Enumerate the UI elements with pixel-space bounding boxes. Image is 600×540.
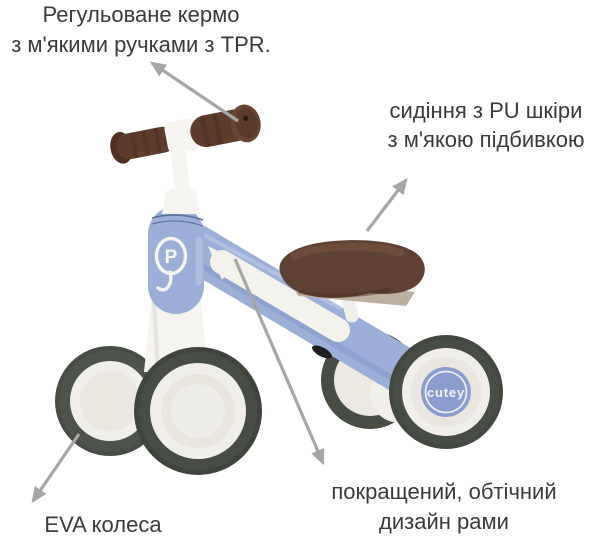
brand-logo: P — [154, 236, 188, 292]
arrow-to-wheels-label — [31, 433, 81, 504]
annotation-seat: сидіння з PU шкіри з м'якою підбивкою — [370, 96, 600, 154]
frame-plug — [312, 345, 332, 359]
annotation-wheels: EVA колеса — [20, 511, 186, 539]
front-left-wheel — [55, 346, 165, 456]
annotation-handlebar: Регульоване кермо з м'якими ручками з TP… — [0, 0, 282, 60]
annotation-frame-line1: покращений, обтічний — [331, 479, 557, 504]
saddle — [279, 240, 425, 298]
rear-right-wheel: cutey — [389, 335, 503, 449]
arrow-to-frame-label — [233, 258, 325, 466]
arrow-to-handlebar-label — [149, 61, 239, 123]
annotation-handlebar-line2: з м'якими ручками з TPR. — [11, 32, 271, 57]
stem — [162, 142, 200, 214]
arrow-to-seat-label — [365, 177, 408, 232]
head-tube — [148, 206, 204, 314]
annotation-frame-line2: дизайн рами — [379, 509, 509, 534]
grip-end-hole — [242, 115, 249, 121]
front-right-wheel — [134, 347, 262, 475]
annotation-seat-line1: сидіння з PU шкіри — [389, 98, 583, 123]
seat-assembly — [279, 240, 425, 323]
handlebar — [110, 104, 261, 164]
annotation-seat-line2: з м'якою підбивкою — [387, 127, 585, 152]
head-tube-pinstripe — [151, 214, 204, 221]
annotation-handlebar-line1: Регульоване кермо — [42, 2, 240, 27]
left-grip — [110, 126, 176, 164]
brand-logo-letter: P — [165, 247, 178, 268]
callout-arrows — [31, 61, 408, 504]
annotation-frame: покращений, обтічний дизайн рами — [312, 477, 576, 537]
wheel-hub — [421, 367, 471, 417]
wheel-hub-text: cutey — [427, 385, 465, 400]
annotation-wheels-line1: EVA колеса — [44, 512, 162, 537]
